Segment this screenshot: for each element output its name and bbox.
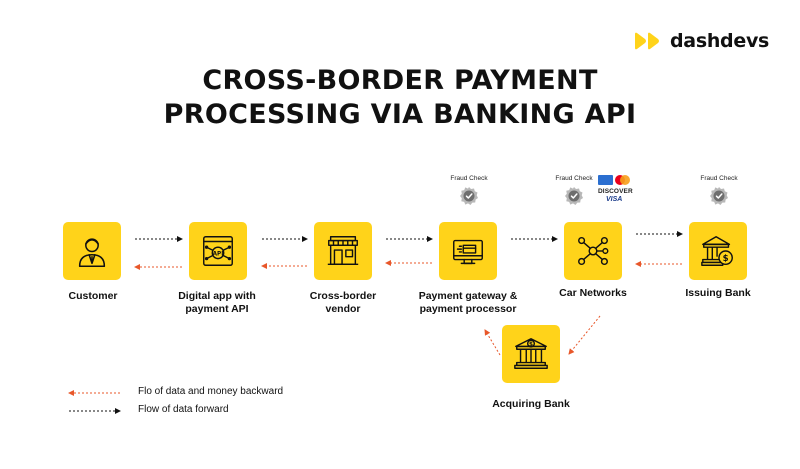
vendor-node xyxy=(314,222,372,280)
gateway-label-line1: Payment gateway & xyxy=(418,290,518,302)
network-icon xyxy=(578,236,609,266)
gateway-node xyxy=(439,222,497,280)
gateway-label-line2: payment processor xyxy=(419,303,517,315)
svg-text:$: $ xyxy=(723,254,729,264)
vendor-label: Cross-border vendor xyxy=(278,290,408,316)
legend-backward-text: Flo of data and money backward xyxy=(138,386,284,397)
car-networks-node xyxy=(564,222,622,280)
verified-badge-icon xyxy=(565,187,583,205)
customer-label: Customer xyxy=(68,290,118,302)
bank-dollar-icon: $ xyxy=(701,236,733,266)
storefront-icon xyxy=(327,236,359,266)
fraud-check-label: Fraud Check xyxy=(450,175,488,182)
fraud-check-networks: Fraud Check xyxy=(552,175,596,206)
brand-name: dashdevs xyxy=(670,30,770,52)
card-brands: DISCOVER VISA xyxy=(598,175,634,203)
arrow-backward-networks-acquiring xyxy=(568,315,601,355)
car-networks-label: Car Networks xyxy=(559,287,627,299)
visa-logo: VISA xyxy=(606,196,623,203)
vendor-label-line1: Cross-border xyxy=(309,290,377,302)
legend-forward-text: Flow of data forward xyxy=(138,404,229,415)
acquiring-bank-node: $ xyxy=(502,325,560,383)
fraud-check-label: Fraud Check xyxy=(700,175,738,182)
page-title-line1: CROSS-BORDER PAYMENT xyxy=(202,65,598,96)
digital-app-label-line1: Digital app with xyxy=(178,290,256,302)
brand-logo: dashdevs xyxy=(633,29,769,53)
payment-terminal-icon xyxy=(453,239,483,265)
verified-badge-icon xyxy=(460,187,478,205)
svg-text:API: API xyxy=(213,251,224,257)
acquiring-bank-label: Acquiring Bank xyxy=(492,398,570,410)
issuing-bank-node: $ xyxy=(689,222,747,280)
amex-logo-icon xyxy=(598,175,613,185)
issuing-bank-label: Issuing Bank xyxy=(685,287,751,299)
svg-text:$: $ xyxy=(529,342,533,348)
verified-badge-icon xyxy=(710,187,728,205)
arrow-backward-acquiring-gateway xyxy=(484,329,501,356)
mastercard-logo-icon xyxy=(615,175,630,185)
vendor-label-line2: vendor xyxy=(325,303,361,315)
digital-app-label-line2: payment API xyxy=(185,303,249,315)
discover-logo: DISCOVER xyxy=(598,188,633,195)
logo-mark-icon xyxy=(635,32,659,50)
gateway-label: Payment gateway & payment processor xyxy=(403,290,533,316)
person-icon xyxy=(78,238,106,267)
fraud-check-label: Fraud Check xyxy=(555,175,593,182)
fraud-check-issuing: Fraud Check xyxy=(697,175,741,206)
digital-app-node: API xyxy=(189,222,247,280)
fraud-check-gateway: Fraud Check xyxy=(447,175,491,206)
customer-node xyxy=(63,222,121,280)
api-icon: API xyxy=(203,236,233,266)
page-title-line2: PROCESSING VIA BANKING API xyxy=(163,99,637,130)
bank-dollar-icon: $ xyxy=(514,338,548,369)
digital-app-label: Digital app with payment API xyxy=(152,290,282,316)
